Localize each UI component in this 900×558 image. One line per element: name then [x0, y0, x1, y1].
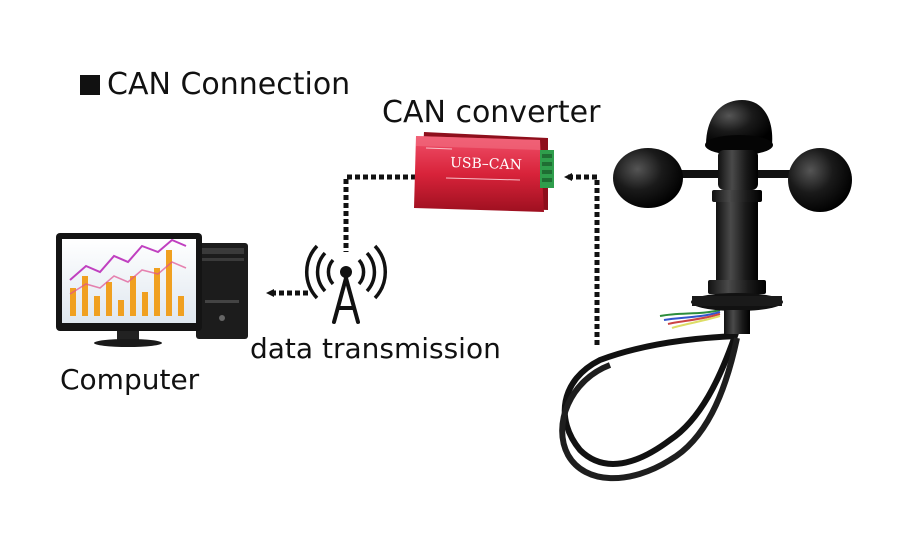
converter-device-text: USB–CAN	[450, 155, 522, 173]
cup-anemometer-icon	[613, 100, 852, 334]
diagram-title: CAN Connection	[80, 70, 350, 100]
usb-can-converter-icon: USB–CAN	[414, 132, 554, 212]
link-converter-to-antenna	[343, 174, 416, 252]
link-sensor-to-converter	[564, 173, 600, 345]
computer-monitor-tower-icon	[56, 233, 248, 347]
sensor-cable	[559, 309, 740, 482]
transmission-label: data transmission	[250, 332, 501, 365]
diagram-title-text: CAN Connection	[107, 67, 351, 102]
screen-chart-icon	[69, 238, 187, 316]
computer-label: Computer	[60, 363, 200, 396]
radio-tower-icon	[304, 244, 388, 324]
converter-label: CAN converter	[382, 95, 601, 130]
bullet-square-icon	[80, 75, 100, 95]
